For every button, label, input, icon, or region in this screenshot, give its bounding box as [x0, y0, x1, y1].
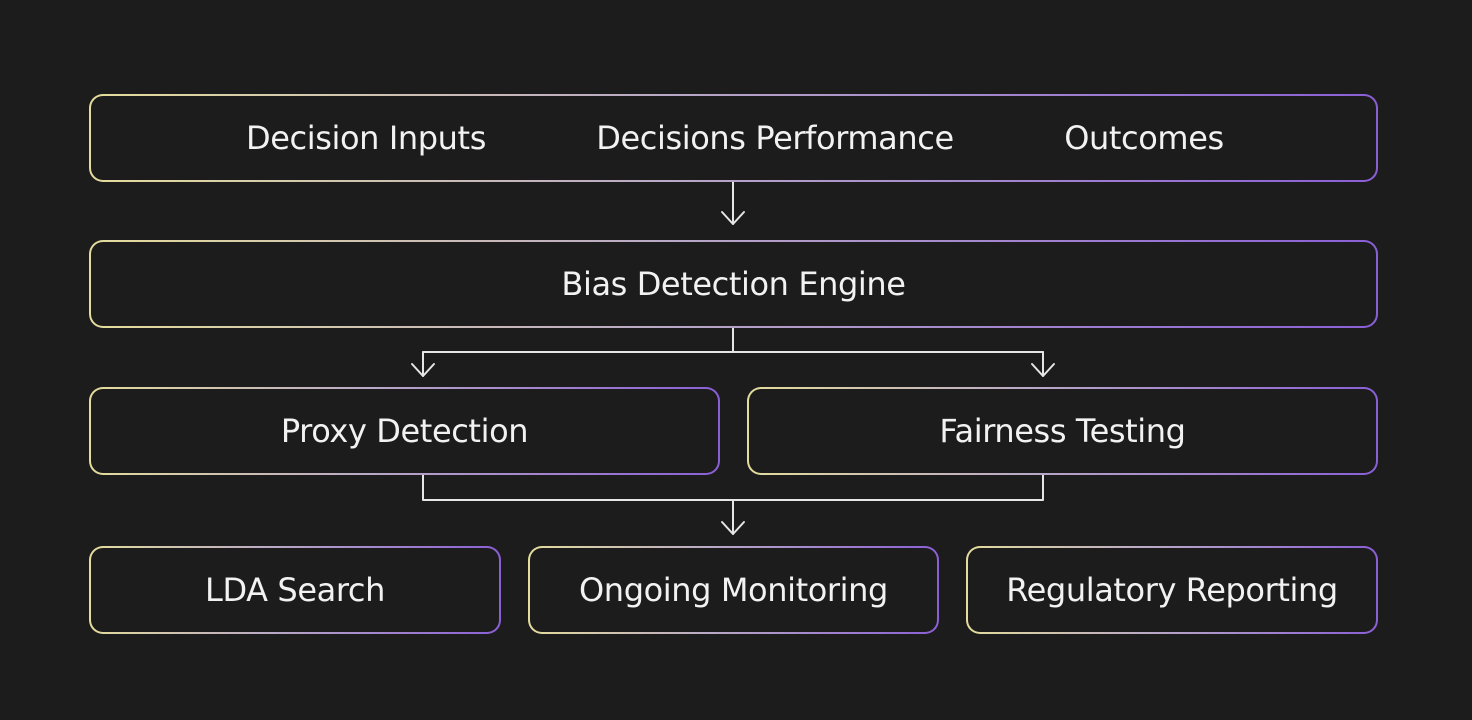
- merge-from-proxy: [422, 473, 1044, 501]
- proxy-detection-label: Proxy Detection: [280, 412, 529, 450]
- decisions-performance-label: Decisions Performance: [596, 119, 954, 157]
- bias-detection-engine-box: Bias Detection Engine: [89, 240, 1378, 328]
- ongoing-monitoring-label: Ongoing Monitoring: [579, 571, 888, 609]
- lda-search-box: LDA Search: [89, 546, 501, 634]
- arrowhead-proxy: [411, 363, 435, 377]
- bias-detection-engine-label: Bias Detection Engine: [561, 265, 906, 303]
- regulatory-reporting-label: Regulatory Reporting: [1006, 571, 1338, 609]
- proxy-detection-box: Proxy Detection: [89, 387, 720, 475]
- inputs-box: Decision Inputs Decisions Performance Ou…: [89, 94, 1378, 182]
- decision-inputs-label: Decision Inputs: [246, 119, 486, 157]
- lda-search-label: LDA Search: [205, 571, 385, 609]
- fairness-testing-label: Fairness Testing: [939, 412, 1186, 450]
- regulatory-reporting-box: Regulatory Reporting: [966, 546, 1378, 634]
- ongoing-monitoring-box: Ongoing Monitoring: [528, 546, 939, 634]
- arrowhead-bottom: [721, 521, 745, 535]
- outcomes-label: Outcomes: [1064, 119, 1224, 157]
- arrowhead-fairness: [1031, 363, 1055, 377]
- fairness-testing-box: Fairness Testing: [747, 387, 1378, 475]
- arrowhead-engine: [721, 211, 745, 225]
